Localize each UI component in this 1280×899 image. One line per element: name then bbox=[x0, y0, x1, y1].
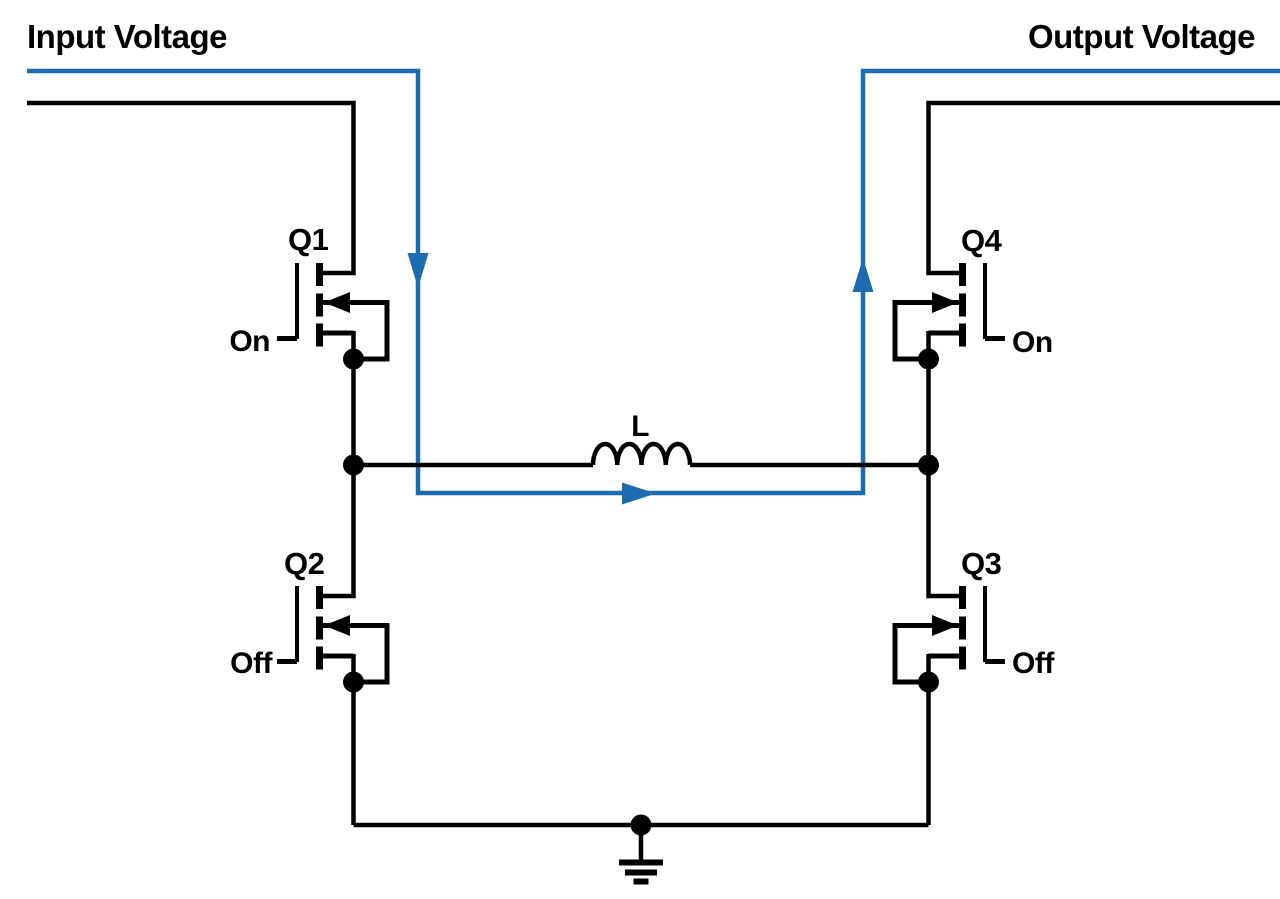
current-flow-arrows bbox=[407, 253, 874, 505]
q4-body-loop bbox=[892, 300, 960, 362]
q1-body-arrow-icon bbox=[324, 292, 350, 313]
q3-body-arrow-icon bbox=[932, 615, 958, 636]
diagram-labels: Input Voltage Output Voltage Q1 On Q2 Of… bbox=[27, 18, 1256, 680]
junction-dot bbox=[918, 671, 939, 693]
junction-dot bbox=[343, 454, 364, 476]
junction-dot bbox=[918, 348, 939, 370]
mosfet-q1 bbox=[277, 263, 390, 362]
output-rail bbox=[926, 100, 1280, 276]
inductor-label: L bbox=[631, 410, 649, 443]
mosfet-q3 bbox=[892, 586, 1005, 685]
q2-body-loop bbox=[322, 623, 390, 685]
current-arrow-down-icon bbox=[407, 253, 429, 288]
q3-body-loop bbox=[892, 623, 960, 685]
mosfet-q2 bbox=[277, 586, 390, 685]
input-rail bbox=[27, 100, 356, 276]
right-branch-wire bbox=[926, 331, 960, 599]
q4-label: Q4 bbox=[961, 223, 1003, 258]
q1-label: Q1 bbox=[288, 222, 329, 257]
junction-dot bbox=[630, 814, 652, 836]
q4-body-arrow-icon bbox=[932, 292, 958, 313]
q1-body-loop bbox=[322, 300, 390, 362]
q1-state-label: On bbox=[229, 325, 270, 358]
q2-label: Q2 bbox=[284, 546, 324, 581]
current-arrow-right-icon bbox=[622, 482, 656, 505]
q4-state-label: On bbox=[1012, 326, 1053, 359]
mosfet-q4 bbox=[892, 263, 1005, 362]
circuit-fills bbox=[324, 292, 958, 836]
current-arrow-up-icon bbox=[852, 258, 874, 292]
q3-label: Q3 bbox=[961, 546, 1002, 581]
output-voltage-label: Output Voltage bbox=[1028, 18, 1255, 55]
current-flow-path bbox=[27, 68, 1280, 496]
q3-state-label: Off bbox=[1012, 647, 1055, 680]
junction-dot bbox=[343, 348, 364, 370]
junction-dot bbox=[343, 671, 364, 693]
q2-body-arrow-icon bbox=[324, 615, 350, 636]
q2-state-label: Off bbox=[230, 647, 273, 680]
left-branch-wire bbox=[322, 331, 356, 599]
inductor-coil bbox=[590, 441, 693, 466]
junction-dot bbox=[918, 454, 939, 476]
input-voltage-label: Input Voltage bbox=[27, 18, 227, 55]
current-path-line bbox=[27, 68, 1280, 496]
